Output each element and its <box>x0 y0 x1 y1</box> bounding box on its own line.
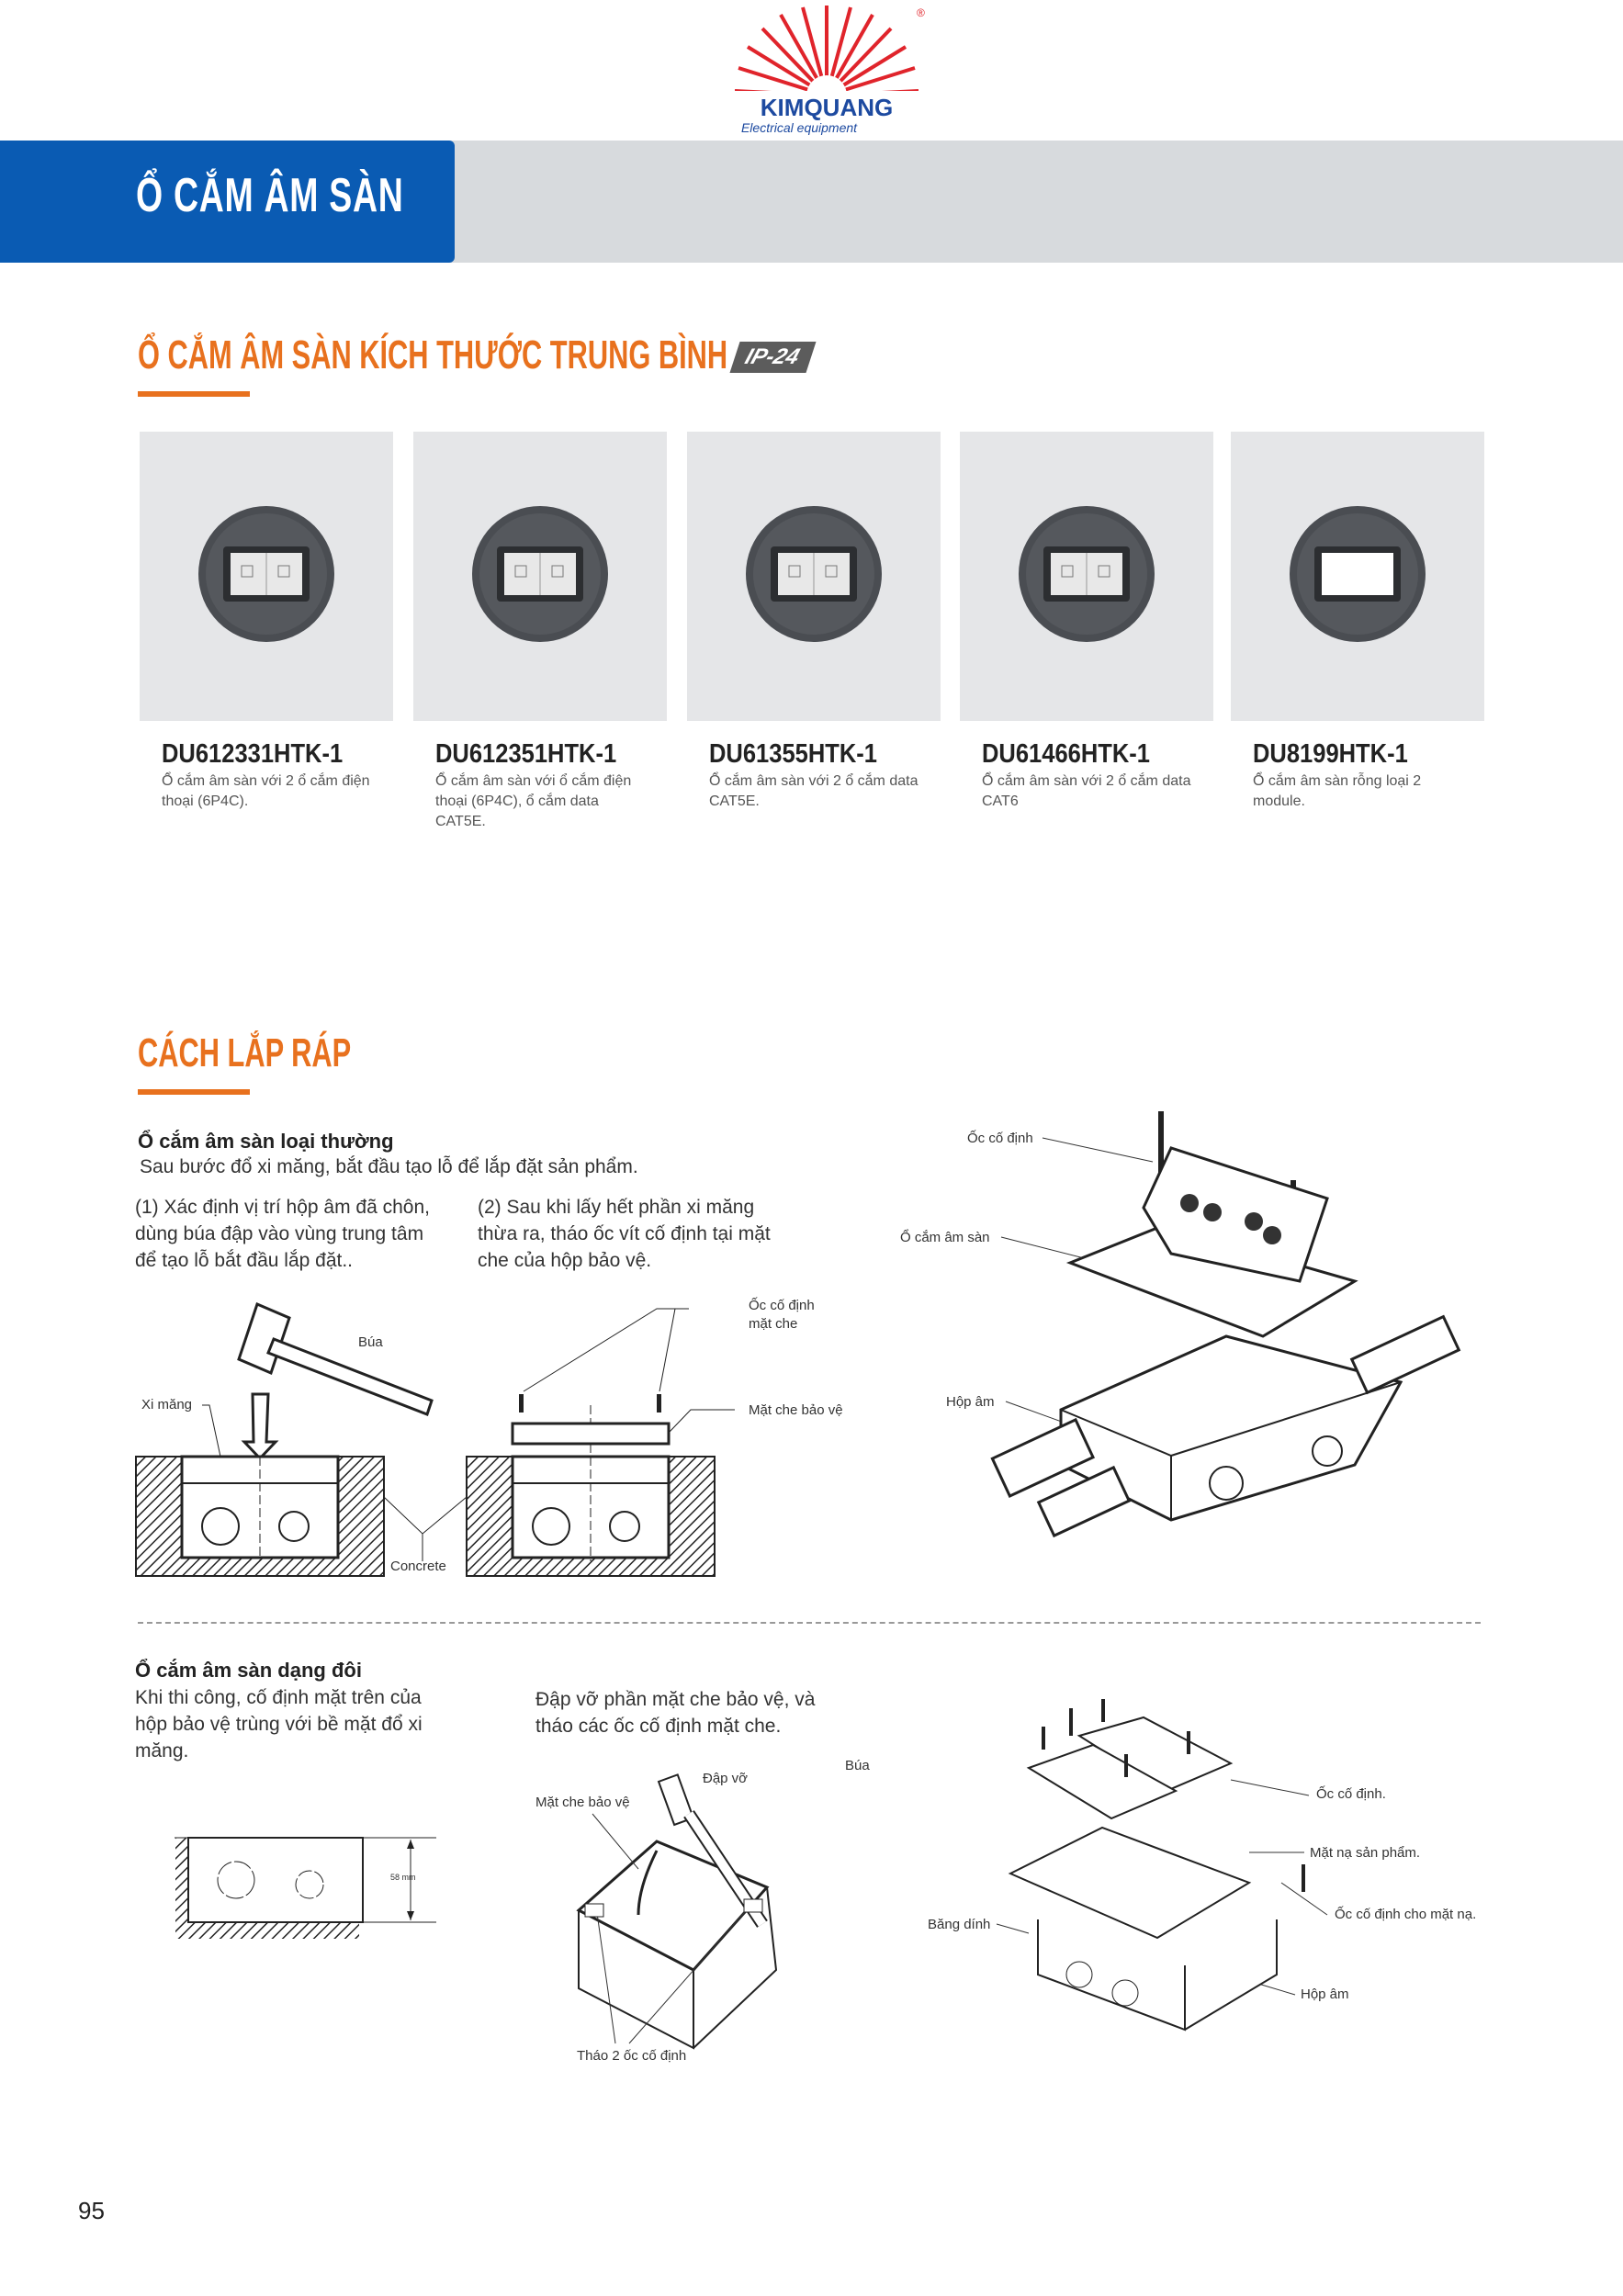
product-description: Ổ cắm âm sàn với 2 ổ cắm data CAT6 <box>982 773 1191 809</box>
screw-icons <box>1042 1699 1305 1892</box>
floor-socket-exploded-diagram: Ốc cố định Ổ cắm âm sàn Hộp âm <box>900 1111 1461 1538</box>
svg-text:Tháo 2 ốc cố định: Tháo 2 ốc cố định <box>577 2048 686 2064</box>
svg-text:Mặt che bảo vệ: Mặt che bảo vệ <box>749 1402 843 1418</box>
break-cover-diagram: Búa Đập vỡ Mặt che bảo vệ Tháo 2 ốc cố đ… <box>535 1758 870 2064</box>
ip-rating-badge: IP-24 <box>729 342 817 373</box>
svg-text:Mặt nạ sản phẩm.: Mặt nạ sản phẩm. <box>1310 1845 1420 1861</box>
double-socket-exploded-diagram: Ốc cố định. Mặt nạ sản phẩm. Ốc cố định … <box>928 1699 1476 2032</box>
header-title-box <box>0 141 455 263</box>
product-description: Ổ cắm âm sàn với 2 ổ cắm data CAT5E. <box>709 773 919 809</box>
floor-socket-icon <box>1290 506 1426 642</box>
svg-text:Đập vỡ: Đập vỡ <box>703 1771 748 1786</box>
section-title-assembly: CÁCH LẮP RÁP <box>138 1030 352 1075</box>
product-description: Ổ cắm âm sàn với 2 ổ cắm điện thoại (6P4… <box>162 773 370 809</box>
product-code: DU8199HTK-1 <box>1253 739 1408 769</box>
hammer-icon <box>657 1773 695 1827</box>
brand-logo: ® KIMQUANG Electrical equipment <box>726 4 928 137</box>
step-2-text: (2) Sau khi lấy hết phần xi măng thừa ra… <box>478 1197 771 1271</box>
svg-text:Hộp âm: Hộp âm <box>946 1394 995 1410</box>
svg-text:58 mm: 58 mm <box>390 1873 416 1882</box>
svg-text:Búa: Búa <box>358 1334 383 1350</box>
screw-icon <box>1158 1111 1164 1185</box>
svg-text:Băng dính: Băng dính <box>928 1917 990 1932</box>
product-code: DU61466HTK-1 <box>982 739 1150 769</box>
product-code: DU61355HTK-1 <box>709 739 877 769</box>
hammer-icon <box>237 1301 434 1416</box>
box-depth-diagram: 58 mm <box>175 1837 436 1939</box>
svg-text:mặt che: mặt che <box>749 1316 797 1332</box>
svg-text:®: ® <box>917 6 925 19</box>
normal-installation-diagram: Búa Xi măng Ốc cố định mặt che Mặt che b… <box>135 1297 843 1577</box>
svg-text:Ốc cố định.: Ốc cố định. <box>1316 1785 1386 1802</box>
section-divider <box>138 1622 1481 1624</box>
screw-icon <box>657 1394 661 1412</box>
svg-text:Mặt che bảo vệ: Mặt che bảo vệ <box>535 1795 630 1810</box>
svg-text:Ổ cắm âm sàn: Ổ cắm âm sàn <box>900 1229 990 1245</box>
product-code: DU612351HTK-1 <box>435 739 617 769</box>
floor-socket-icon <box>746 506 882 642</box>
floor-socket-icon <box>1019 506 1155 642</box>
page-title: Ổ CẮM ÂM SÀN <box>136 169 404 222</box>
product-description: Ổ cắm âm sàn rỗng loại 2 module. <box>1253 773 1422 809</box>
curved-arrow-icon <box>637 1850 659 1916</box>
product-description: Ổ cắm âm sàn với ổ cắm điện thoại (6P4C)… <box>435 773 632 829</box>
section-title-medium-sockets: Ổ CẮM ÂM SÀN KÍCH THƯỚC TRUNG BÌNH <box>138 332 728 377</box>
sunburst-logo-icon: ® KIMQUANG Electrical equipment <box>726 6 928 137</box>
svg-text:Búa: Búa <box>845 1758 870 1773</box>
section-underline <box>138 391 250 397</box>
double-type-intro: Khi thi công, cố định mặt trên của hộp b… <box>135 1687 423 1761</box>
svg-text:Ốc cố định: Ốc cố định <box>967 1130 1033 1146</box>
svg-text:Xi măng: Xi măng <box>141 1397 192 1412</box>
double-type-step: Đập vỡ phần mặt che bảo vệ, và tháo các … <box>535 1689 816 1737</box>
product-image-card <box>413 432 667 721</box>
floor-socket-icon <box>472 506 608 642</box>
double-type-heading: Ổ cắm âm sàn dạng đôi <box>135 1659 362 1682</box>
normal-type-heading: Ổ cắm âm sàn loại thường <box>138 1130 394 1153</box>
product-image-card <box>1231 432 1484 721</box>
product-image-card <box>140 432 393 721</box>
svg-text:KIMQUANG: KIMQUANG <box>761 94 893 121</box>
product-image-card <box>687 432 941 721</box>
floor-socket-icon <box>198 506 334 642</box>
svg-text:Ốc cố định: Ốc cố định <box>749 1297 815 1313</box>
screw-icon <box>519 1394 524 1412</box>
svg-text:Concrete: Concrete <box>390 1559 446 1574</box>
outlet-icon <box>1142 1146 1329 1283</box>
step-1-text: (1) Xác định vị trí hộp âm đã chôn, dùng… <box>135 1197 430 1271</box>
svg-text:Ốc cố định cho mặt nạ.: Ốc cố định cho mặt nạ. <box>1335 1906 1476 1922</box>
product-code: DU612331HTK-1 <box>162 739 344 769</box>
section-underline <box>138 1089 250 1095</box>
down-arrow-icon <box>241 1392 279 1461</box>
normal-type-intro: Sau bước đổ xi măng, bắt đầu tạo lỗ để l… <box>140 1156 638 1177</box>
product-image-card <box>960 432 1213 721</box>
svg-text:Hộp âm: Hộp âm <box>1301 1986 1349 2002</box>
page-number: 95 <box>78 2197 105 2224</box>
svg-text:Electrical equipment: Electrical equipment <box>741 120 858 135</box>
